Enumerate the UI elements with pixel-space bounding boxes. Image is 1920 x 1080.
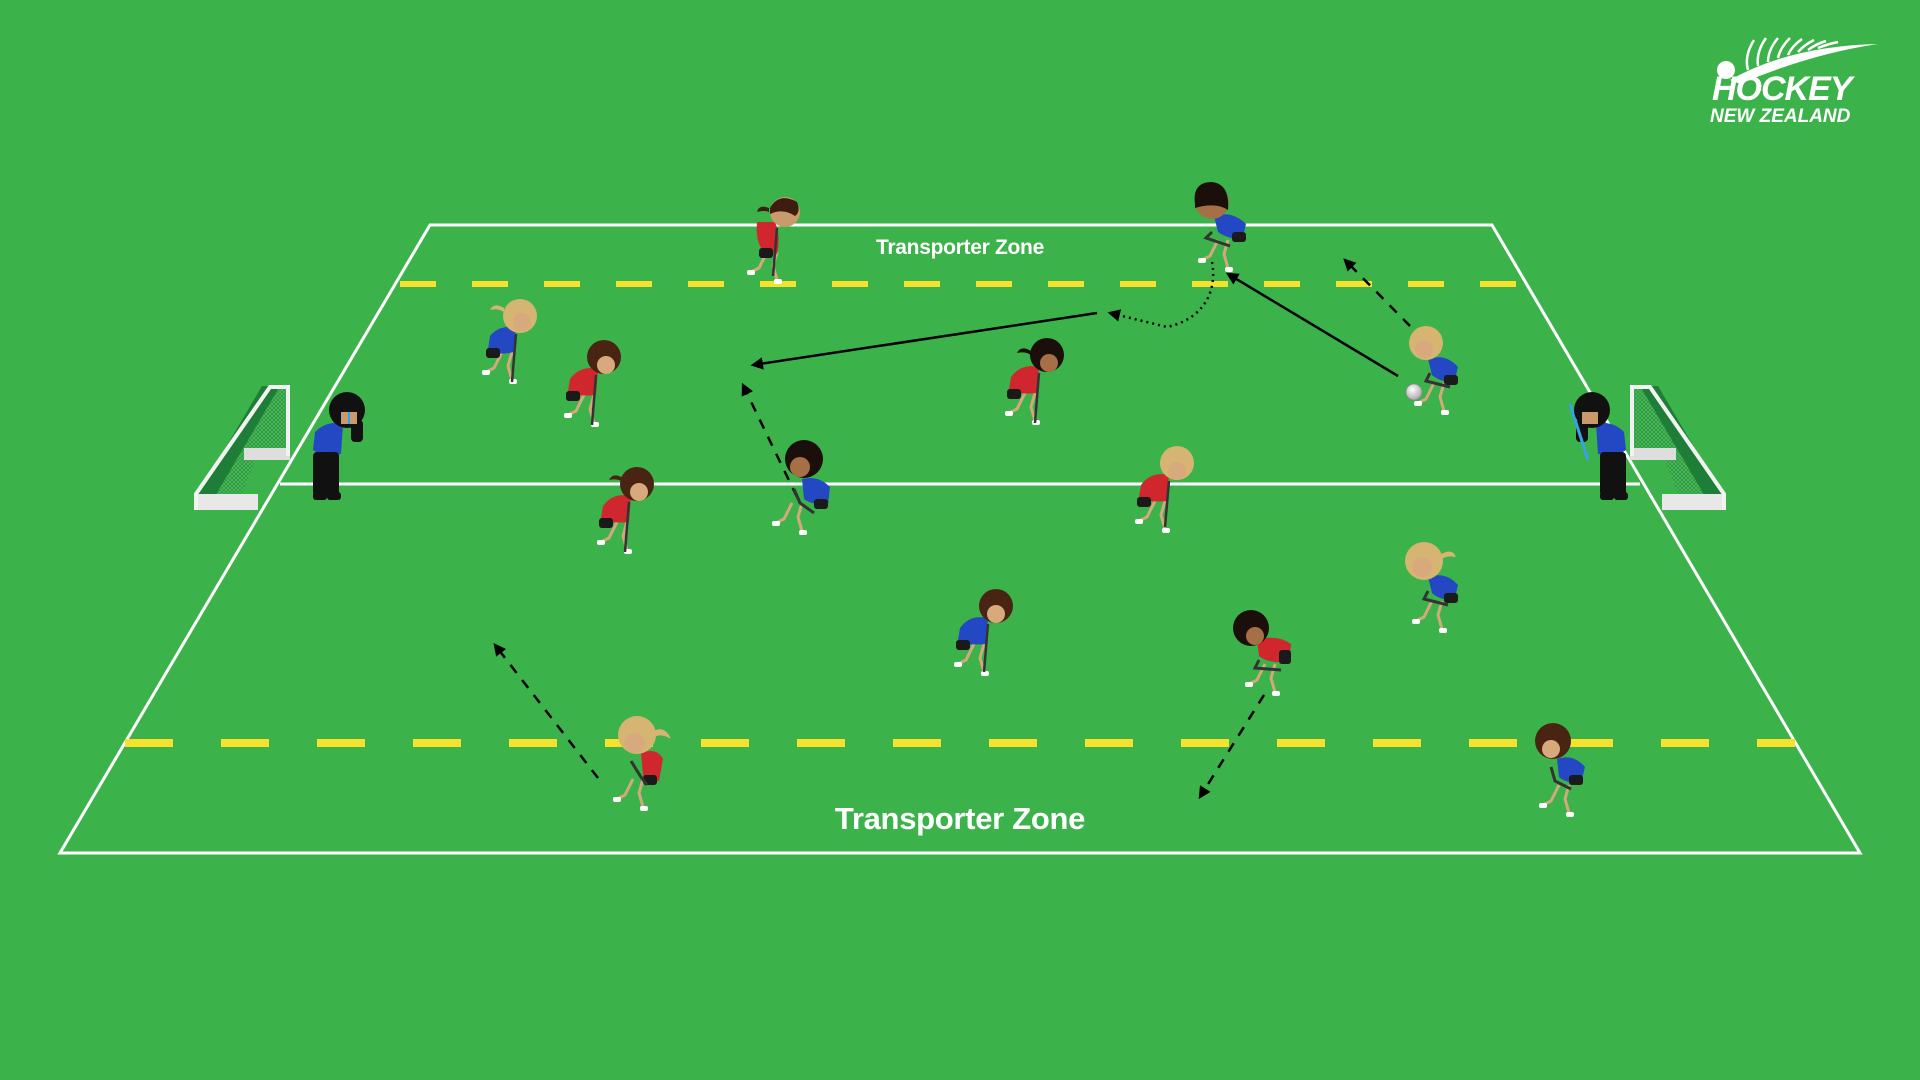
player-red	[562, 340, 621, 429]
player-blue	[952, 589, 1013, 678]
logo-text-hockey: HOCKEY	[1712, 70, 1852, 108]
transporter-zone-label-top: Transporter Zone	[876, 236, 1044, 259]
player-blue	[1194, 182, 1246, 274]
hockey-ball	[1405, 383, 1423, 401]
players	[313, 182, 1628, 819]
right-goal	[1630, 385, 1726, 510]
player-blue	[1405, 542, 1458, 635]
player-red	[595, 467, 654, 556]
player-blue	[1409, 326, 1458, 417]
hockey-nz-logo: HOCKEY NEW ZEALAND	[1700, 36, 1890, 136]
player-red	[1003, 338, 1064, 427]
run-arrow	[1343, 258, 1411, 327]
player-red	[611, 716, 671, 813]
player-blue	[770, 440, 830, 537]
player-blue	[1535, 723, 1585, 819]
movement-arrows	[493, 258, 1411, 800]
player-blue	[480, 299, 537, 386]
field-lines	[57, 223, 1863, 855]
zone-dash-lines	[125, 281, 1795, 747]
pass-arrow	[1225, 272, 1399, 378]
goalkeeper-right	[1568, 392, 1628, 500]
run-arrow	[741, 382, 799, 498]
player-red	[1233, 610, 1291, 698]
player-red	[745, 197, 800, 286]
dribble-arrow	[1107, 261, 1215, 329]
run-arrow	[1198, 694, 1266, 800]
player-red	[1133, 446, 1194, 535]
left-goal	[194, 385, 290, 510]
goalkeeper-left	[313, 392, 365, 500]
run-arrow	[493, 643, 599, 779]
transporter-zone-label-bottom: Transporter Zone	[834, 801, 1086, 836]
pass-arrow	[750, 311, 1098, 370]
silver-fern-icon	[1717, 37, 1878, 84]
logo-text-new-zealand: NEW ZEALAND	[1710, 106, 1851, 127]
